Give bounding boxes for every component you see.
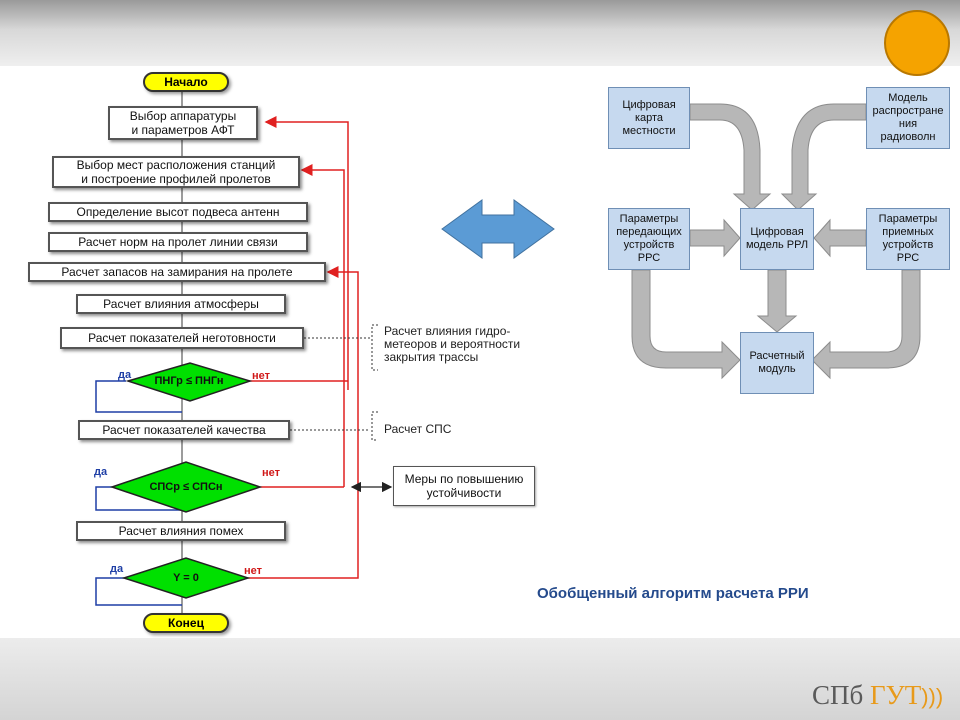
step-label: Выбор мест расположения станций и постро… bbox=[76, 158, 276, 186]
slide-caption: Обобщенный алгоритм расчета РРИ bbox=[537, 585, 809, 602]
block-label: Расчетный модуль bbox=[749, 350, 805, 375]
block-label: Цифровая модель РРЛ bbox=[745, 226, 809, 251]
no-label-2: нет bbox=[262, 467, 281, 479]
step-unavailability: Расчет показателей неготовности bbox=[60, 327, 304, 349]
step-label: Расчет влияния атмосферы bbox=[103, 297, 259, 311]
decision-3: Y = 0 bbox=[124, 568, 248, 588]
feedback-to-step-2 bbox=[300, 164, 345, 487]
logo: СПб ГУТ))) bbox=[812, 680, 943, 712]
logo-waves-icon: ))) bbox=[921, 684, 944, 709]
step-label: Расчет показателей качества bbox=[102, 423, 266, 437]
header-band bbox=[0, 0, 960, 66]
yes-label-1: да bbox=[118, 369, 132, 381]
logo-text: СПб bbox=[812, 680, 864, 710]
feedback-to-step-1 bbox=[264, 116, 349, 390]
step-label: Определение высот подвеса антенн bbox=[76, 205, 280, 219]
arrow-receivers-to-model bbox=[813, 218, 867, 258]
arrow-receivers-to-calc bbox=[811, 269, 921, 380]
step-quality: Расчет показателей качества bbox=[78, 420, 290, 440]
block-propagation-model: Модель распростране ния радиоволн bbox=[866, 87, 950, 149]
decision-1: ПНГр ≤ ПНГн bbox=[128, 371, 250, 391]
block-label: Модель распростране ния радиоволн bbox=[872, 92, 944, 143]
yes-loop-1 bbox=[95, 380, 182, 413]
decision-label: СПСр ≤ СПСн bbox=[149, 481, 223, 493]
step-label: Выбор аппаратуры и параметров АФТ bbox=[129, 109, 237, 137]
block-label: Цифровая карта местности bbox=[622, 98, 676, 137]
yes-loop-3 bbox=[95, 577, 182, 606]
note-sps: Расчет СПС bbox=[384, 422, 452, 436]
feedback-to-step-5 bbox=[248, 266, 359, 579]
decision-2: СПСр ≤ СПСн bbox=[112, 477, 260, 497]
step-select-sites: Выбор мест расположения станций и постро… bbox=[52, 156, 300, 188]
decision-shape-2 bbox=[109, 461, 263, 513]
arrow-transmitters-to-model bbox=[689, 218, 741, 258]
block-label: Параметры приемных устройств РРС bbox=[878, 213, 938, 264]
note-hydrometeors: Расчет влияния гидро- метеоров и вероятн… bbox=[384, 324, 521, 364]
yes-label-3: да bbox=[110, 563, 124, 575]
start-terminal: Начало bbox=[143, 72, 229, 92]
end-label: Конец bbox=[168, 616, 204, 630]
step-label: Расчет показателей неготовности bbox=[88, 331, 276, 345]
footer-band bbox=[0, 638, 960, 720]
measures-box: Меры по повышению устойчивости bbox=[393, 466, 535, 506]
decision-shape-3 bbox=[121, 557, 251, 599]
arrow-propagation-to-model bbox=[780, 103, 867, 211]
step-label: Расчет запасов на замирания на пролете bbox=[61, 265, 293, 279]
arrow-map-to-model bbox=[689, 103, 772, 211]
block-calc-module: Расчетный модуль bbox=[740, 332, 814, 394]
yes-loop-2 bbox=[95, 486, 182, 511]
block-label: Параметры передающих устройств РРС bbox=[616, 213, 682, 264]
block-digital-model: Цифровая модель РРЛ bbox=[740, 208, 814, 270]
logo-accent: ГУТ bbox=[870, 680, 922, 710]
step-link-norms: Расчет норм на пролет линии связи bbox=[48, 232, 308, 252]
yes-label-2: да bbox=[94, 466, 108, 478]
double-arrow-icon bbox=[441, 199, 555, 259]
step-fade-margins: Расчет запасов на замирания на пролете bbox=[28, 262, 326, 282]
step-interference: Расчет влияния помех bbox=[76, 521, 286, 541]
decision-shape-1 bbox=[125, 362, 253, 402]
arrow-transmitters-to-calc bbox=[631, 269, 741, 380]
end-terminal: Конец bbox=[143, 613, 229, 633]
start-label: Начало bbox=[164, 75, 208, 89]
step-label: Расчет влияния помех bbox=[118, 524, 244, 538]
step-antenna-heights: Определение высот подвеса антенн bbox=[48, 202, 308, 222]
decision-label: Y = 0 bbox=[173, 572, 199, 584]
step-select-equipment: Выбор аппаратуры и параметров АФТ bbox=[108, 106, 258, 140]
step-atmosphere: Расчет влияния атмосферы bbox=[76, 294, 286, 314]
sun-decoration-icon bbox=[884, 10, 950, 76]
step-label: Расчет норм на пролет линии связи bbox=[78, 235, 278, 249]
block-receivers: Параметры приемных устройств РРС bbox=[866, 208, 950, 270]
no-label-3: нет bbox=[244, 565, 263, 577]
decision-label: ПНГр ≤ ПНГн bbox=[154, 375, 224, 387]
arrow-model-to-calc bbox=[756, 269, 798, 333]
block-transmitters: Параметры передающих устройств РРС bbox=[608, 208, 690, 270]
block-digital-map: Цифровая карта местности bbox=[608, 87, 690, 149]
no-label-1: нет bbox=[252, 370, 271, 382]
measures-label: Меры по повышению устойчивости bbox=[404, 472, 524, 500]
